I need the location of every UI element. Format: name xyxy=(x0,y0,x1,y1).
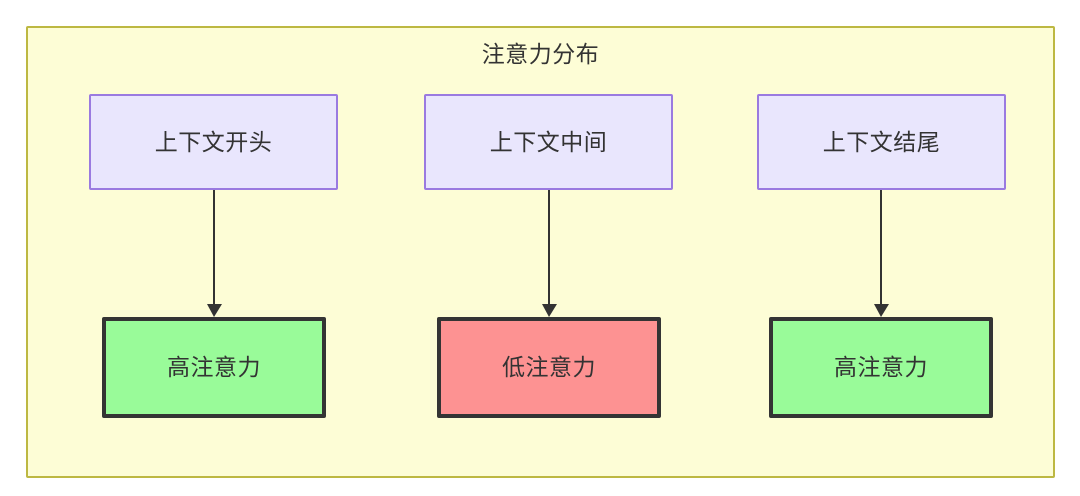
arrow-down-icon xyxy=(542,304,557,317)
edge-line xyxy=(213,190,215,306)
edge-line xyxy=(880,190,882,306)
arrow-down-icon xyxy=(207,304,222,317)
node-context-middle[interactable]: 上下文中间 xyxy=(424,94,673,190)
node-attention-low-middle[interactable]: 低注意力 xyxy=(437,317,661,418)
edge-context-middle-to-attention xyxy=(542,190,557,318)
node-context-end[interactable]: 上下文结尾 xyxy=(757,94,1006,190)
node-attention-high-start[interactable]: 高注意力 xyxy=(102,317,326,418)
edge-context-start-to-attention xyxy=(207,190,222,318)
node-context-start[interactable]: 上下文开头 xyxy=(89,94,338,190)
edge-context-end-to-attention xyxy=(874,190,889,318)
edge-line xyxy=(548,190,550,306)
node-attention-high-end[interactable]: 高注意力 xyxy=(769,317,993,418)
arrow-down-icon xyxy=(874,304,889,317)
diagram-title: 注意力分布 xyxy=(481,41,600,67)
